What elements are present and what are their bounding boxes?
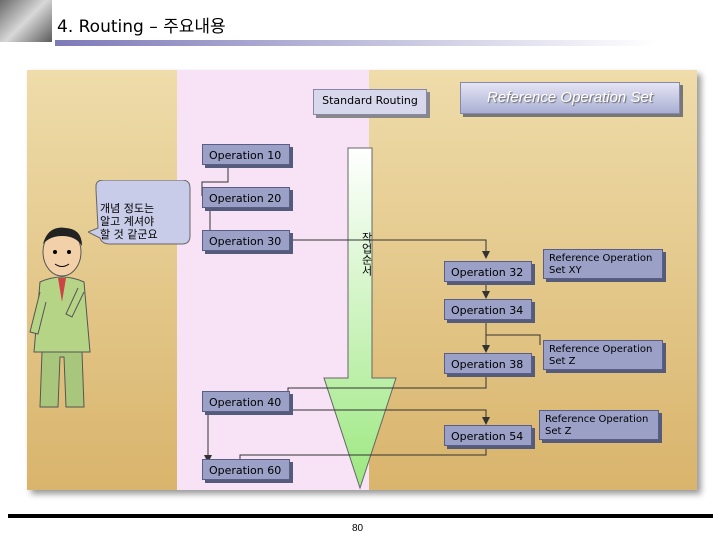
speech-bubble-text: 개념 정도는 알고 계셔야 할 것 같군요: [100, 202, 180, 241]
page-number: 80: [352, 523, 364, 534]
reference-set-title: Reference Operation: [545, 414, 649, 425]
reference-set-z-box: Reference Operation Set Z: [543, 340, 663, 370]
process-order-label: 작업순서: [360, 232, 373, 276]
operation-38-box: Operation 38: [444, 353, 532, 374]
operation-30-box: Operation 30: [202, 230, 290, 251]
reference-set-title: Reference Operation: [549, 253, 653, 264]
businessman-illustration: [29, 227, 91, 408]
process-order-arrow: [323, 147, 397, 490]
operation-40-box: Operation 40: [202, 391, 290, 412]
reference-operation-set-header: Reference Operation Set: [460, 82, 680, 114]
speech-line-3: 할 것 같군요: [100, 228, 158, 241]
operation-54-box: Operation 54: [444, 425, 532, 446]
operation-10-box: Operation 10: [202, 144, 290, 165]
operation-32-box: Operation 32: [444, 261, 532, 282]
operation-60-box: Operation 60: [202, 459, 290, 480]
standard-routing-column: [177, 70, 369, 490]
reference-set-name: Set Z: [549, 356, 576, 367]
operation-34-box: Operation 34: [444, 299, 532, 320]
reference-set-title: Reference Operation: [549, 344, 653, 355]
speech-bubble: [88, 180, 191, 245]
footer-divider: [8, 514, 713, 518]
title-underline: [55, 40, 655, 46]
logo-image: [0, 0, 52, 42]
slide-title: 4. Routing – 주요내용: [57, 17, 226, 37]
standard-routing-header: Standard Routing: [313, 89, 427, 115]
operation-20-box: Operation 20: [202, 187, 290, 208]
reference-set-xy-box: Reference Operation Set XY: [543, 249, 663, 279]
speech-line-1: 개념 정도는: [100, 202, 155, 215]
reference-set-z-box-2: Reference Operation Set Z: [539, 410, 659, 440]
reference-set-name: Set Z: [545, 426, 572, 437]
reference-set-name: Set XY: [549, 265, 582, 276]
speech-line-2: 알고 계셔야: [100, 215, 155, 228]
